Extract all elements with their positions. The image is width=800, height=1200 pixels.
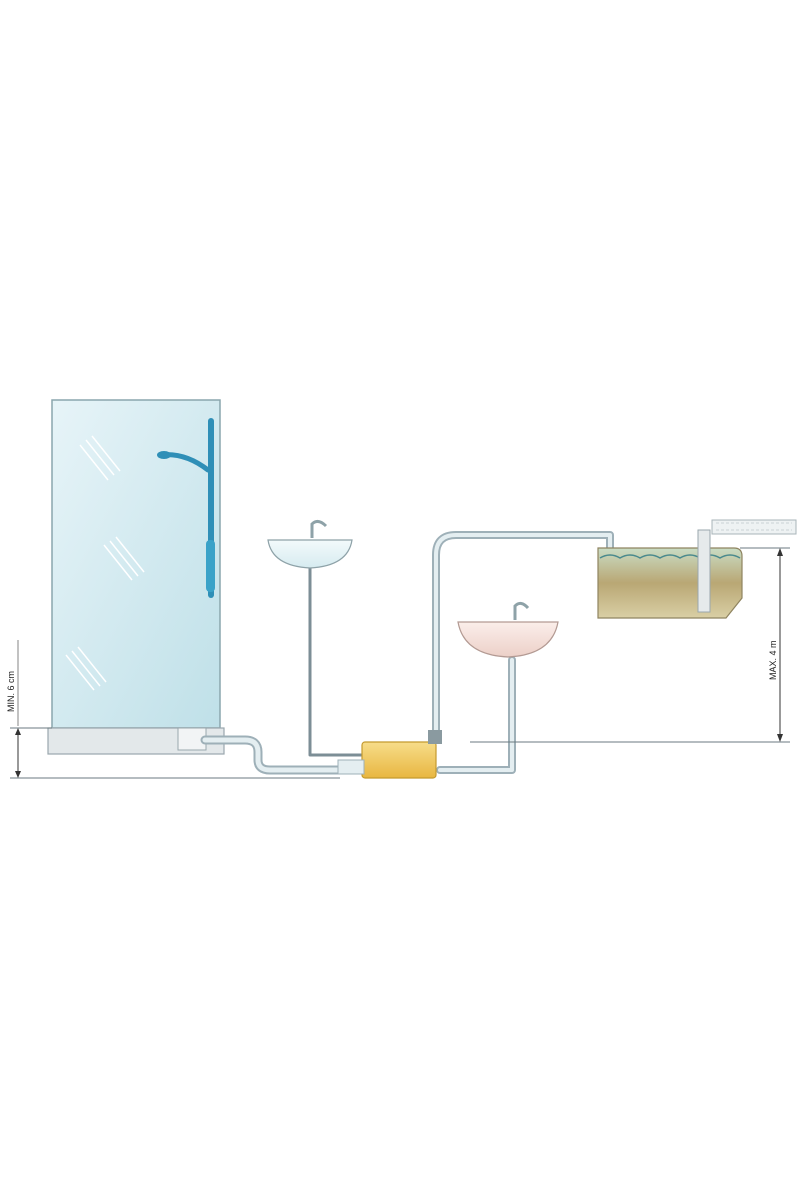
wash-basin-upper: [267, 519, 353, 569]
pump-unit: [337, 730, 442, 779]
wash-basin-lower: [457, 601, 559, 658]
max-height-label: MAX. 4 m: [768, 640, 778, 680]
collecting-tank: [597, 519, 797, 619]
shower-head-icon: [157, 418, 215, 598]
faucet-icon: [310, 519, 328, 538]
min-height-dimension: MIN. 6 cm: [6, 640, 21, 778]
shower-tray: [47, 727, 225, 755]
drain-pipes: [200, 531, 614, 775]
faucet-icon: [513, 601, 530, 620]
vent-pipe: [711, 519, 797, 535]
shower-cabin: [47, 399, 225, 755]
glass-reflection-marks: [65, 435, 145, 691]
min-height-label: MIN. 6 cm: [6, 671, 16, 712]
max-height-dimension: MAX. 4 m: [768, 548, 783, 742]
reference-lines: [10, 547, 790, 779]
